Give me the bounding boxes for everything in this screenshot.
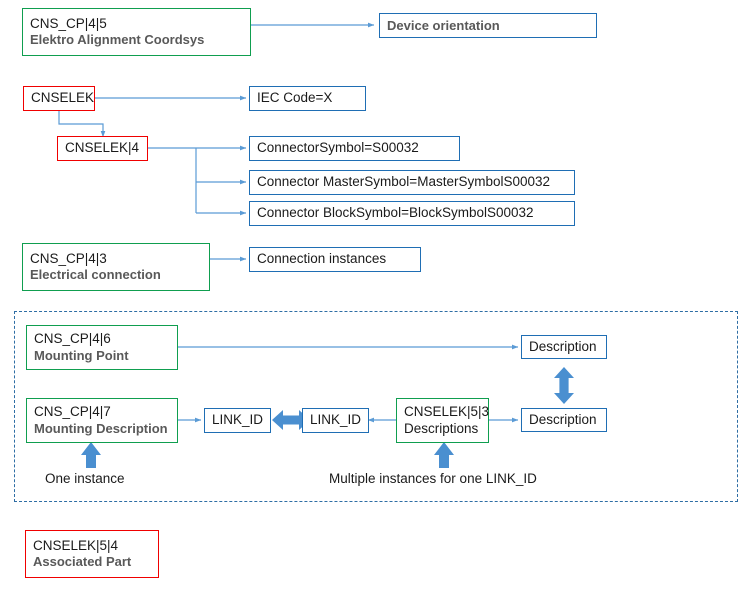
node-subtitle: Elektro Alignment Coordsys [30, 32, 205, 48]
node-descriptions[interactable]: CNSELEK|5|3 Descriptions [396, 398, 489, 443]
node-title: Description [529, 411, 597, 427]
node-title: CNSELEK|5|4 [33, 537, 119, 553]
node-title: CNS_CP|4|3 [30, 250, 107, 266]
node-cnselek-4[interactable]: CNSELEK|4 [57, 136, 148, 161]
node-iec-code[interactable]: IEC Code=X [249, 86, 366, 111]
node-description-bottom[interactable]: Description [521, 408, 607, 432]
node-title: Connector BlockSymbol=BlockSymbolS00032 [257, 205, 534, 221]
node-mounting-point[interactable]: CNS_CP|4|6 Mounting Point [26, 325, 178, 370]
node-title: CNSELEK [31, 90, 95, 106]
node-connection-instances[interactable]: Connection instances [249, 247, 421, 272]
node-cnselek[interactable]: CNSELEK [23, 86, 95, 111]
node-subtitle: Associated Part [33, 554, 132, 570]
node-subtitle: Mounting Description [34, 420, 168, 436]
node-device-orientation[interactable]: Device orientation [379, 13, 597, 38]
node-title: ConnectorSymbol=S00032 [257, 140, 419, 156]
node-description-top[interactable]: Description [521, 335, 607, 359]
node-title: IEC Code=X [257, 90, 333, 106]
node-link-id-left[interactable]: LINK_ID [204, 408, 271, 433]
node-subtitle: Mounting Point [34, 347, 129, 363]
node-title: LINK_ID [211, 412, 264, 428]
node-mounting-description[interactable]: CNS_CP|4|7 Mounting Description [26, 398, 178, 443]
node-title: CNS_CP|4|7 [34, 404, 111, 420]
node-connector-symbol[interactable]: ConnectorSymbol=S00032 [249, 136, 460, 161]
node-alignment-coordsys[interactable]: CNS_CP|4|5 Elektro Alignment Coordsys [22, 8, 251, 56]
node-link-id-right[interactable]: LINK_ID [302, 408, 369, 433]
node-connector-master-symbol[interactable]: Connector MasterSymbol=MasterSymbolS0003… [249, 170, 575, 195]
node-title: Connection instances [257, 251, 387, 267]
node-subtitle: Descriptions [404, 420, 479, 436]
caption-multiple-instances: Multiple instances for one LINK_ID [329, 471, 537, 486]
node-title: CNSELEK|5|3 [404, 404, 490, 420]
node-subtitle: Electrical connection [30, 267, 161, 283]
node-associated-part[interactable]: CNSELEK|5|4 Associated Part [25, 530, 159, 578]
node-title: CNSELEK|4 [65, 140, 140, 156]
node-title: CNS_CP|4|6 [34, 331, 111, 347]
node-title: Description [529, 338, 597, 354]
node-connector-block-symbol[interactable]: Connector BlockSymbol=BlockSymbolS00032 [249, 201, 575, 226]
node-title: LINK_ID [309, 412, 362, 428]
node-electrical-connection[interactable]: CNS_CP|4|3 Electrical connection [22, 243, 210, 291]
mounting-group-dashed-region [14, 311, 738, 502]
node-title: Device orientation [387, 17, 500, 33]
caption-one-instance: One instance [45, 471, 125, 486]
node-title: Connector MasterSymbol=MasterSymbolS0003… [257, 174, 551, 190]
node-title: CNS_CP|4|5 [30, 15, 107, 31]
